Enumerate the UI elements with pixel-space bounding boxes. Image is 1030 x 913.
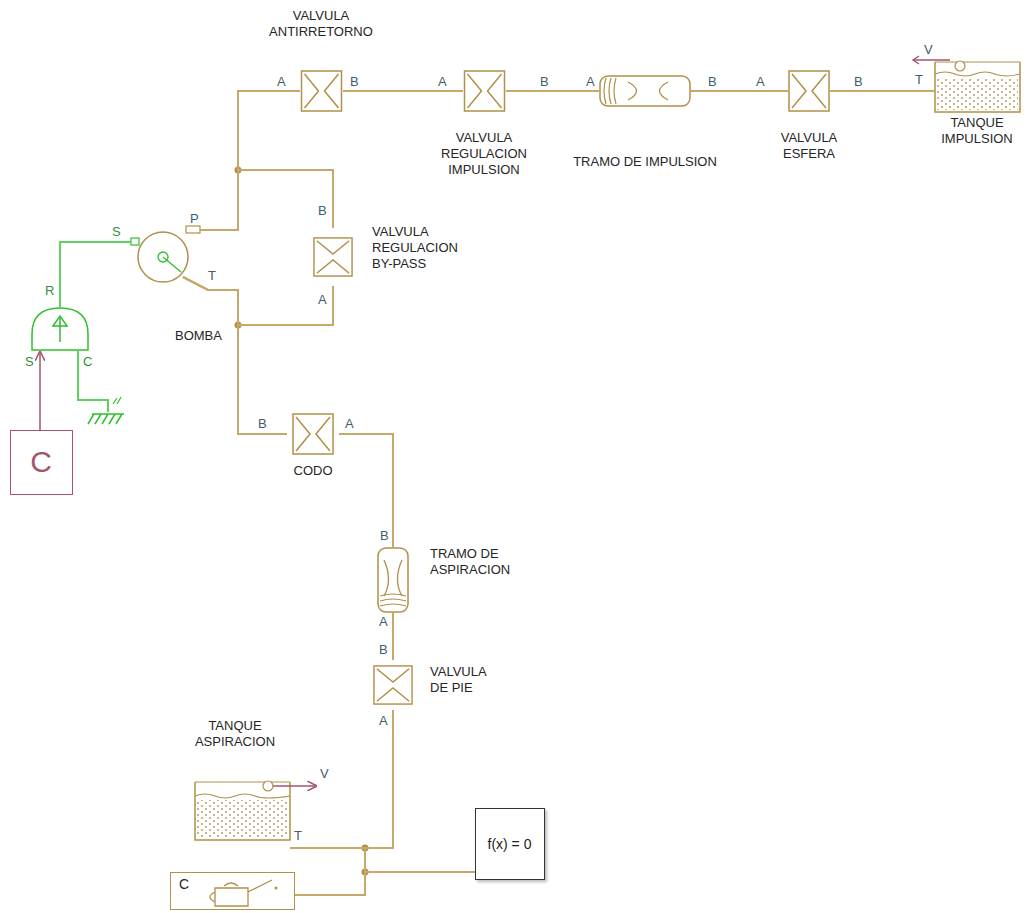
hydraulic-line [290,710,393,848]
block-text: C [30,445,52,479]
hydraulic-line [690,90,788,92]
foot-valve: VALVULA DE PIE [373,660,413,710]
port-label: A [756,74,765,89]
port-label: V [320,766,329,781]
port-label: B [380,528,389,543]
port-label: C [83,354,92,369]
hydraulic-line [200,91,300,230]
port-label: B [318,203,327,218]
port-label: S [112,224,121,239]
component-label: CODO [278,463,348,479]
hydraulic-line [200,170,333,230]
port-label: P [190,211,199,226]
component-label: VALVULA DE PIE [430,664,496,696]
component-label: VALVULA REGULACION IMPULSION [438,130,530,178]
hydraulic-line [343,90,463,92]
port-label: T [208,268,216,283]
source-block: C [10,430,73,495]
block-text: C [179,875,189,893]
port-label: A [345,416,354,431]
hydraulic-line [290,848,365,895]
port-label: B [708,74,717,89]
component-label: BOMBA [175,328,245,344]
hydraulic-line [183,277,287,434]
hydraulic-line [290,848,475,872]
port-label: A [438,74,447,89]
port-label: A [277,74,286,89]
pipe-segment: TRAMO DE ASPIRACION [378,548,408,612]
bypass-valve: VALVULA REGULACION BY-PASS [313,228,353,286]
component-label: VALVULA ANTIRRETORNO [261,8,381,40]
tank: TANQUE IMPULSION [935,57,1020,112]
port-label: V [924,42,933,57]
hydraulic-line [183,277,333,325]
port-label: T [294,828,302,843]
port-label: B [854,74,863,89]
port-label: S [25,354,34,369]
hydraulic-line [392,612,394,660]
solver-block: f(x) = 0 [475,808,545,880]
hydraulic-line [339,434,393,548]
check-valve: VALVULA ANTIRRETORNO [300,70,343,112]
tank: TANQUE ASPIRACION [195,778,290,840]
component-label: TRAMO DE ASPIRACION [430,546,525,578]
port-label: R [45,283,54,298]
component-label: TANQUE ASPIRACION [185,718,285,750]
component-label: TANQUE IMPULSION [935,115,1019,147]
elbow: CODO [287,413,339,455]
ball-valve: VALVULA ESFERA [788,70,830,112]
pump: BOMBA [138,232,188,282]
fluid-properties-block: C [170,872,295,910]
port-label: B [350,74,359,89]
port-label: A [318,292,327,307]
hydraulic-line [830,90,935,92]
component-label: TRAMO DE IMPULSION [560,154,730,170]
port-label: B [258,416,267,431]
regulating-valve: VALVULA REGULACION IMPULSION [463,70,506,112]
port-label: A [379,614,388,629]
port-label: B [379,642,388,657]
port-label: A [586,74,595,89]
port-label: T [915,72,923,87]
pipe-segment: TRAMO DE IMPULSION [600,76,690,106]
port-label: A [379,713,388,728]
component-label: VALVULA ESFERA [767,130,851,162]
component-label: VALVULA REGULACION BY-PASS [372,224,472,272]
port-label: B [540,74,549,89]
hydraulic-line [506,90,600,92]
block-text: f(x) = 0 [488,835,532,853]
